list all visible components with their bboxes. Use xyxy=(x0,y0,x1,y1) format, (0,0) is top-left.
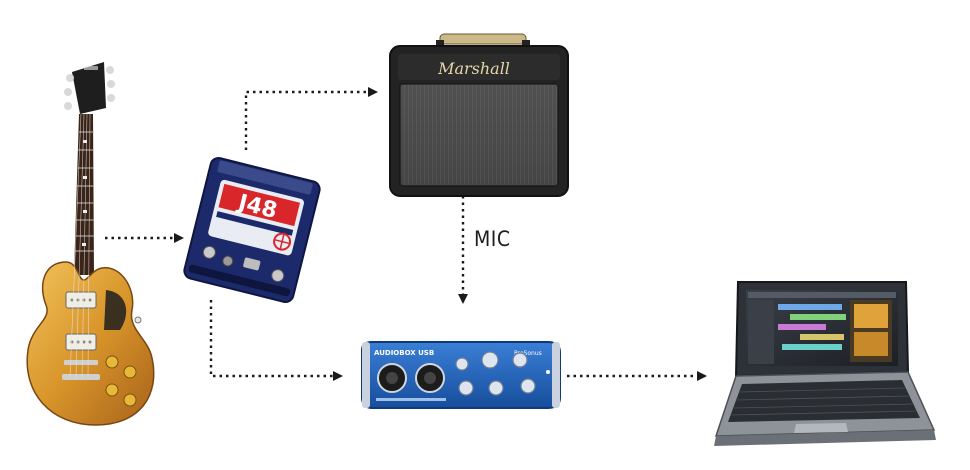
electric-guitar-icon xyxy=(26,62,155,426)
laptop-icon xyxy=(714,281,936,446)
di-box-icon: J48 xyxy=(183,156,321,304)
guitar-amp-icon: Marshall xyxy=(389,33,569,197)
interface-name-label: AUDIOBOX USB xyxy=(374,349,434,357)
amp-brand-logo: Marshall xyxy=(437,59,510,78)
audio-interface-icon: AUDIOBOX USB PreSonus xyxy=(361,341,561,409)
arrow-di-to-amp xyxy=(244,87,378,150)
mic-label: MIC xyxy=(474,227,511,251)
arrows xyxy=(105,87,707,381)
interface-brand-label: PreSonus xyxy=(514,350,542,357)
arrow-di-to-interface xyxy=(209,300,343,381)
